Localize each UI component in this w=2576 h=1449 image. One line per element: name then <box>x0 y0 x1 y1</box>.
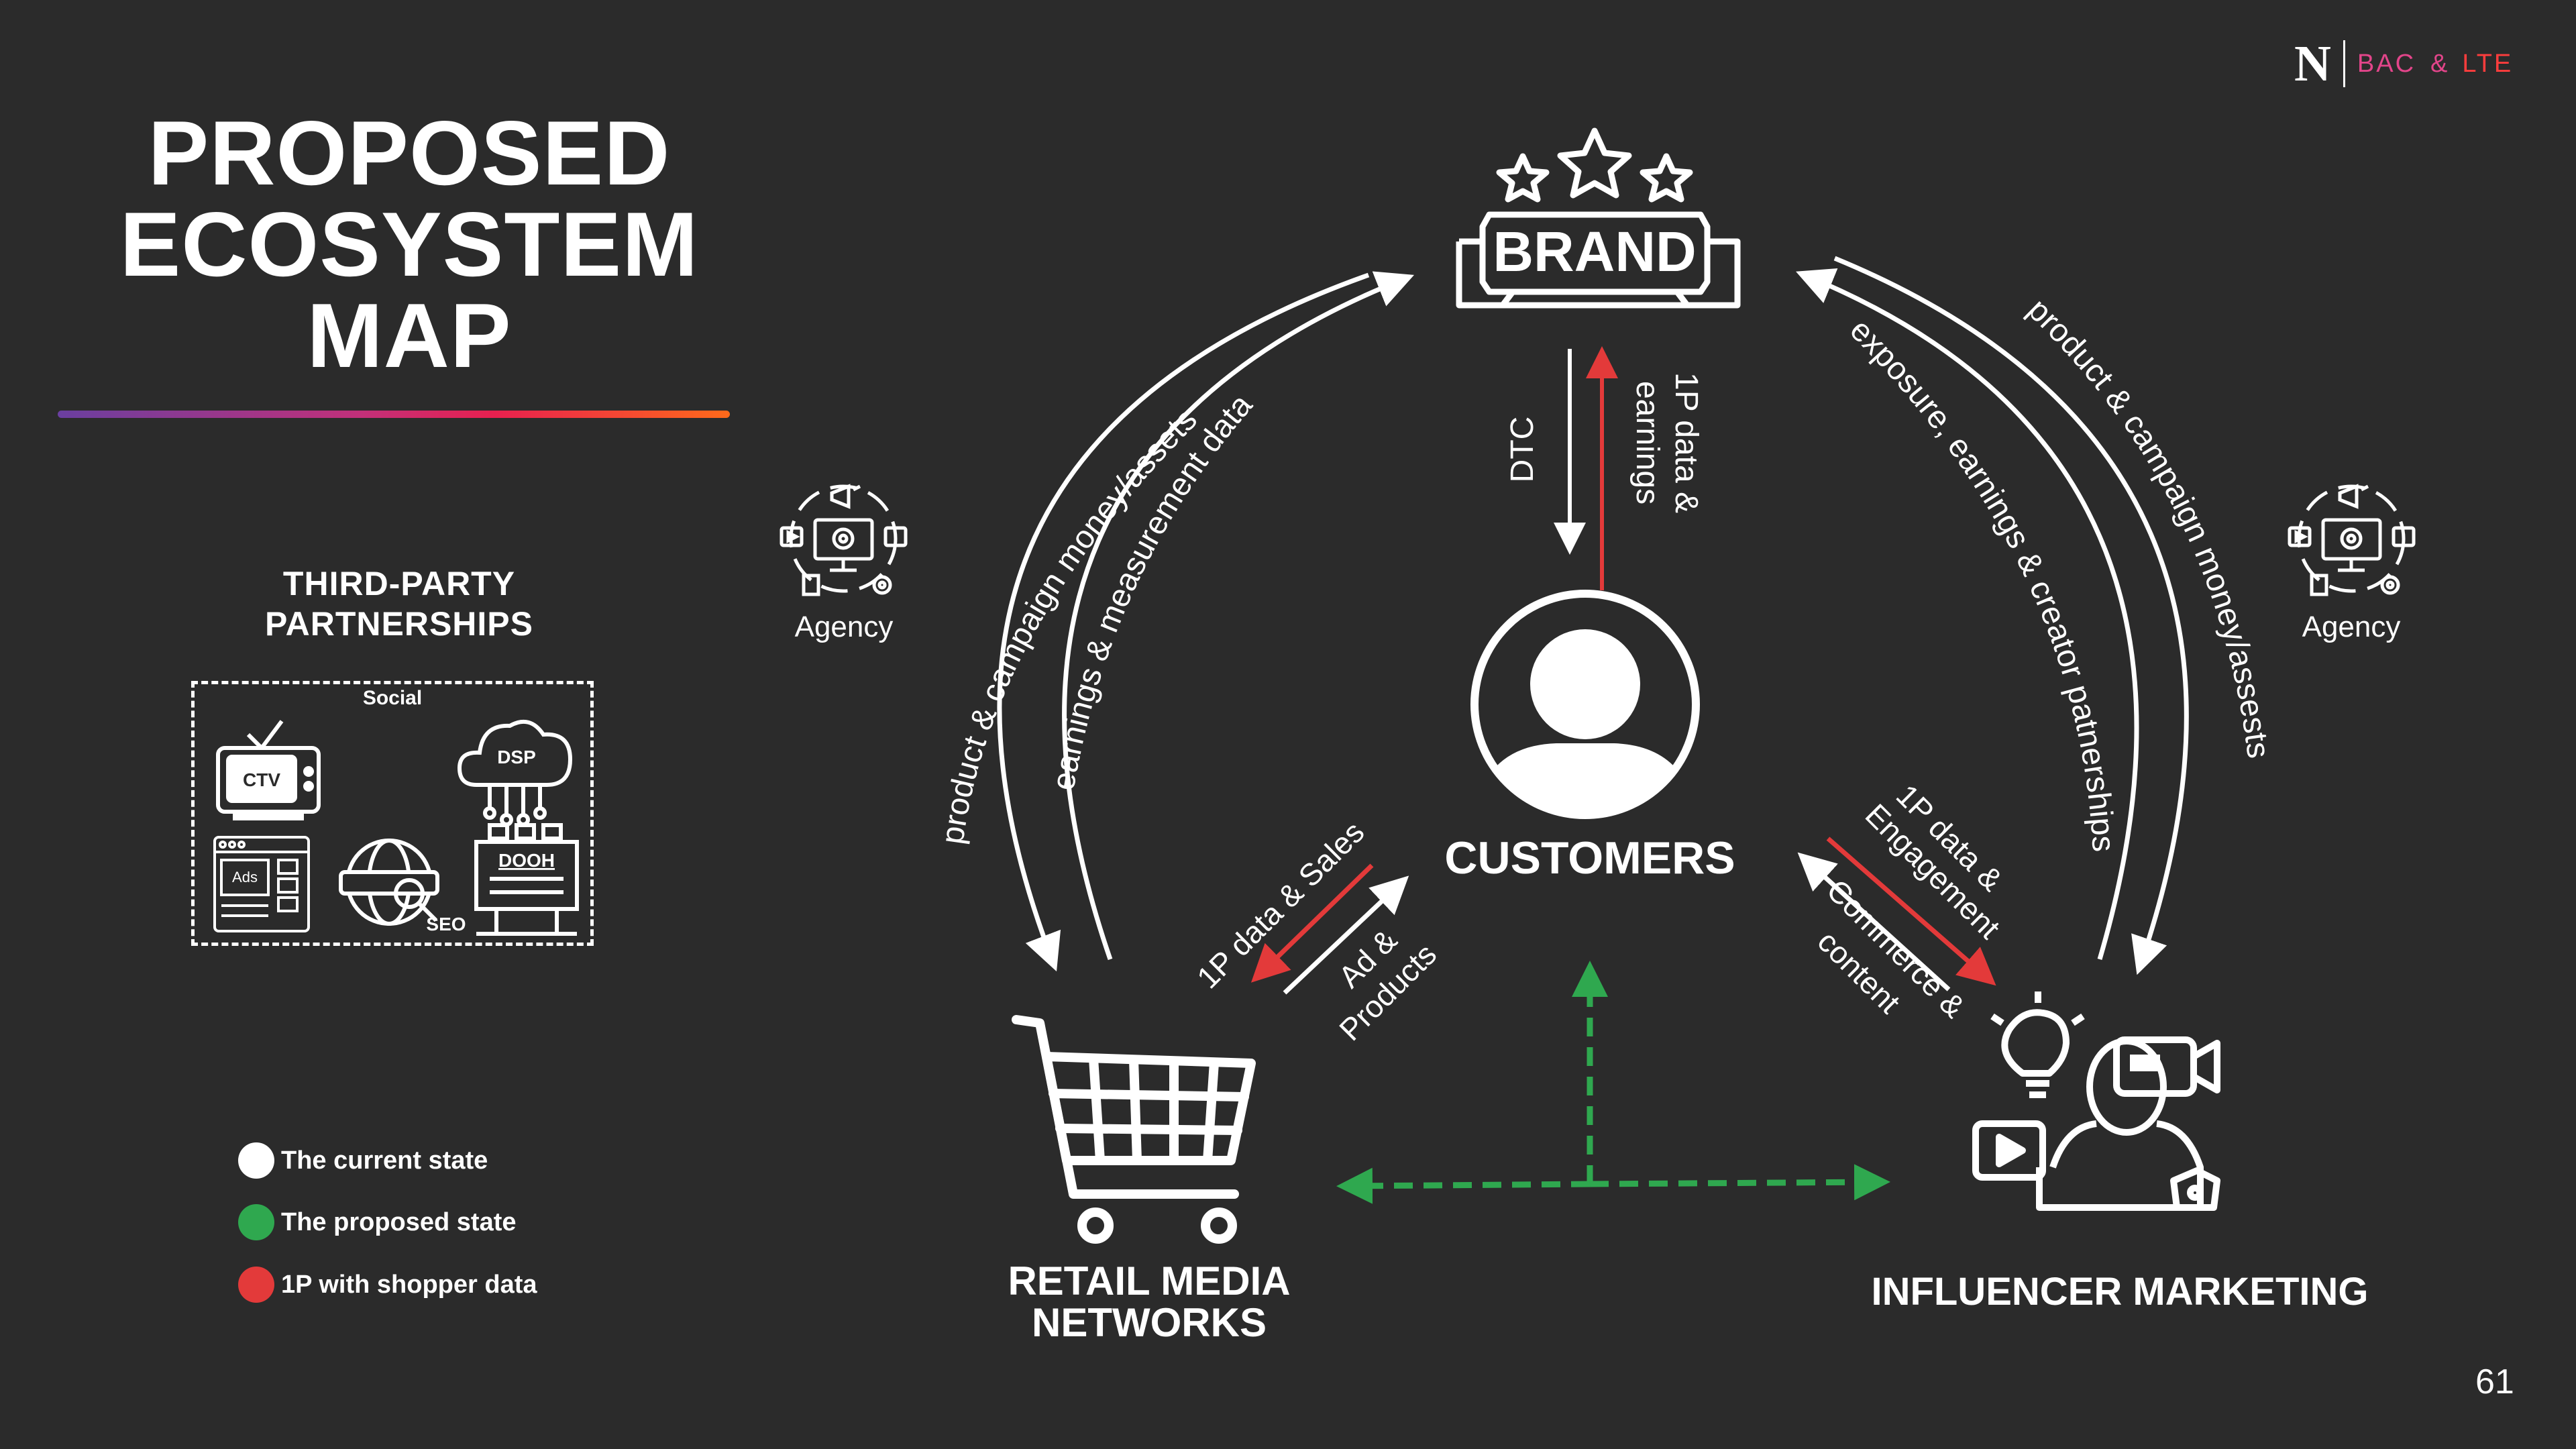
legend-item-current: The current state <box>238 1140 488 1181</box>
social-label: Social <box>363 687 422 709</box>
partnerships-box: Social CTV DSP Ads <box>191 681 594 946</box>
play-button-icon <box>1972 1120 2046 1181</box>
customers-node: CUSTOMERS <box>1444 590 1735 883</box>
arc-brand-to-retail <box>997 272 1370 972</box>
partnerships-icons: Social CTV DSP Ads <box>213 687 579 936</box>
influencer-creator-icon <box>1972 991 2220 1211</box>
title-gradient-rule <box>58 411 730 418</box>
partnerships-title: THIRD-PARTY PARTNERSHIPS <box>201 564 597 644</box>
page-title-line-1: PROPOSED <box>148 102 671 204</box>
legend-item-shopper-data: 1P with shopper data <box>238 1265 537 1305</box>
page-title-line-2: ECOSYSTEM <box>119 193 699 295</box>
retail-label-line2: NETWORKS <box>1032 1300 1267 1345</box>
page-title-line-3: MAP <box>307 284 512 386</box>
arrow-retail-1p-sales <box>1250 863 1374 983</box>
dsp-cloud-icon <box>457 719 573 826</box>
ads-label: Ads <box>232 869 258 885</box>
dooh-billboard-icon <box>474 823 579 936</box>
agency-right-label: Agency <box>2302 610 2401 643</box>
user-avatar-icon <box>1470 590 1700 819</box>
ads-browser-icon <box>213 836 310 932</box>
brand-badge-icon <box>1456 211 1741 309</box>
logo-text-amp: & <box>2430 49 2448 78</box>
creator-person-icon <box>2036 1120 2204 1211</box>
arrow-influencer-commerce-content <box>1797 852 1951 991</box>
influencer-node: INFLUENCER MARKETING <box>1871 991 2369 1313</box>
page-title: PROPOSED ECOSYSTEM MAP <box>80 107 738 381</box>
legend-dot-proposed <box>238 1204 274 1240</box>
arc-influencer-to-brand <box>1796 268 2139 960</box>
seo-globe-icon <box>339 839 439 926</box>
proposed-link-to-influencer <box>1589 1164 1890 1201</box>
influencer-label: INFLUENCER MARKETING <box>1871 1270 2368 1313</box>
proposed-link-to-retail <box>1336 1167 1591 1204</box>
legend-label-current: The current state <box>281 1146 488 1175</box>
arrow-influencer-1p-engagement <box>1826 837 1996 986</box>
flow-label-brand-up-line1: 1P data & <box>1668 372 1704 513</box>
company-logo: N BAC & LTE <box>2294 35 2514 92</box>
dsp-label: DSP <box>497 747 536 767</box>
page-number: 61 <box>2475 1362 2514 1401</box>
arrow-retail-ad-products <box>1283 875 1409 995</box>
partnerships-title-line-1: THIRD-PARTY <box>282 565 516 602</box>
ctv-label: CTV <box>243 769 280 790</box>
dooh-label: DOOH <box>498 850 555 871</box>
customers-label: CUSTOMERS <box>1444 833 1735 883</box>
partnerships-title-line-2: PARTNERSHIPS <box>264 605 533 643</box>
ctv-icon <box>216 720 321 820</box>
flow-label-brand-up-line2: earnings <box>1629 381 1665 504</box>
arc-brand-to-influencer <box>1833 256 2189 975</box>
shopping-cart-icon <box>1012 1015 1256 1244</box>
flow-label-dtc: DTC <box>1505 417 1540 483</box>
flow-label-right-inner: exposure, earnings & creator patnerships <box>1843 313 2121 853</box>
arc-retail-to-brand <box>1062 271 1415 961</box>
logo-mark: N <box>2294 35 2331 92</box>
logo-text-part2: LTE <box>2462 49 2514 78</box>
legend-label-shopper-data: 1P with shopper data <box>281 1270 537 1299</box>
proposed-state-connector <box>1336 961 1890 1204</box>
legend-item-proposed: The proposed state <box>238 1202 517 1242</box>
agency-right-icon <box>2288 484 2416 596</box>
legend-dot-current <box>238 1142 274 1179</box>
video-camera-icon <box>2113 1036 2197 1097</box>
logo-text-part1: BAC <box>2357 49 2416 78</box>
logo-divider <box>2343 40 2345 87</box>
retail-label-line1: RETAIL MEDIA <box>1008 1258 1290 1303</box>
seo-label: SEO <box>426 914 466 934</box>
agency-left-icon <box>780 484 908 596</box>
brand-stars-icon <box>1496 127 1693 203</box>
agency-left-label: Agency <box>794 610 894 643</box>
brand-node: BRAND <box>1456 127 1741 309</box>
pen-nib-icon <box>2170 1167 2220 1211</box>
brand-badge-text: BRAND <box>1493 220 1696 283</box>
legend-label-proposed: The proposed state <box>281 1208 517 1236</box>
retail-node: RETAIL MEDIA NETWORKS <box>1008 1015 1291 1345</box>
lightbulb-icon <box>2001 1009 2070 1077</box>
legend-dot-shopper-data <box>238 1267 274 1303</box>
